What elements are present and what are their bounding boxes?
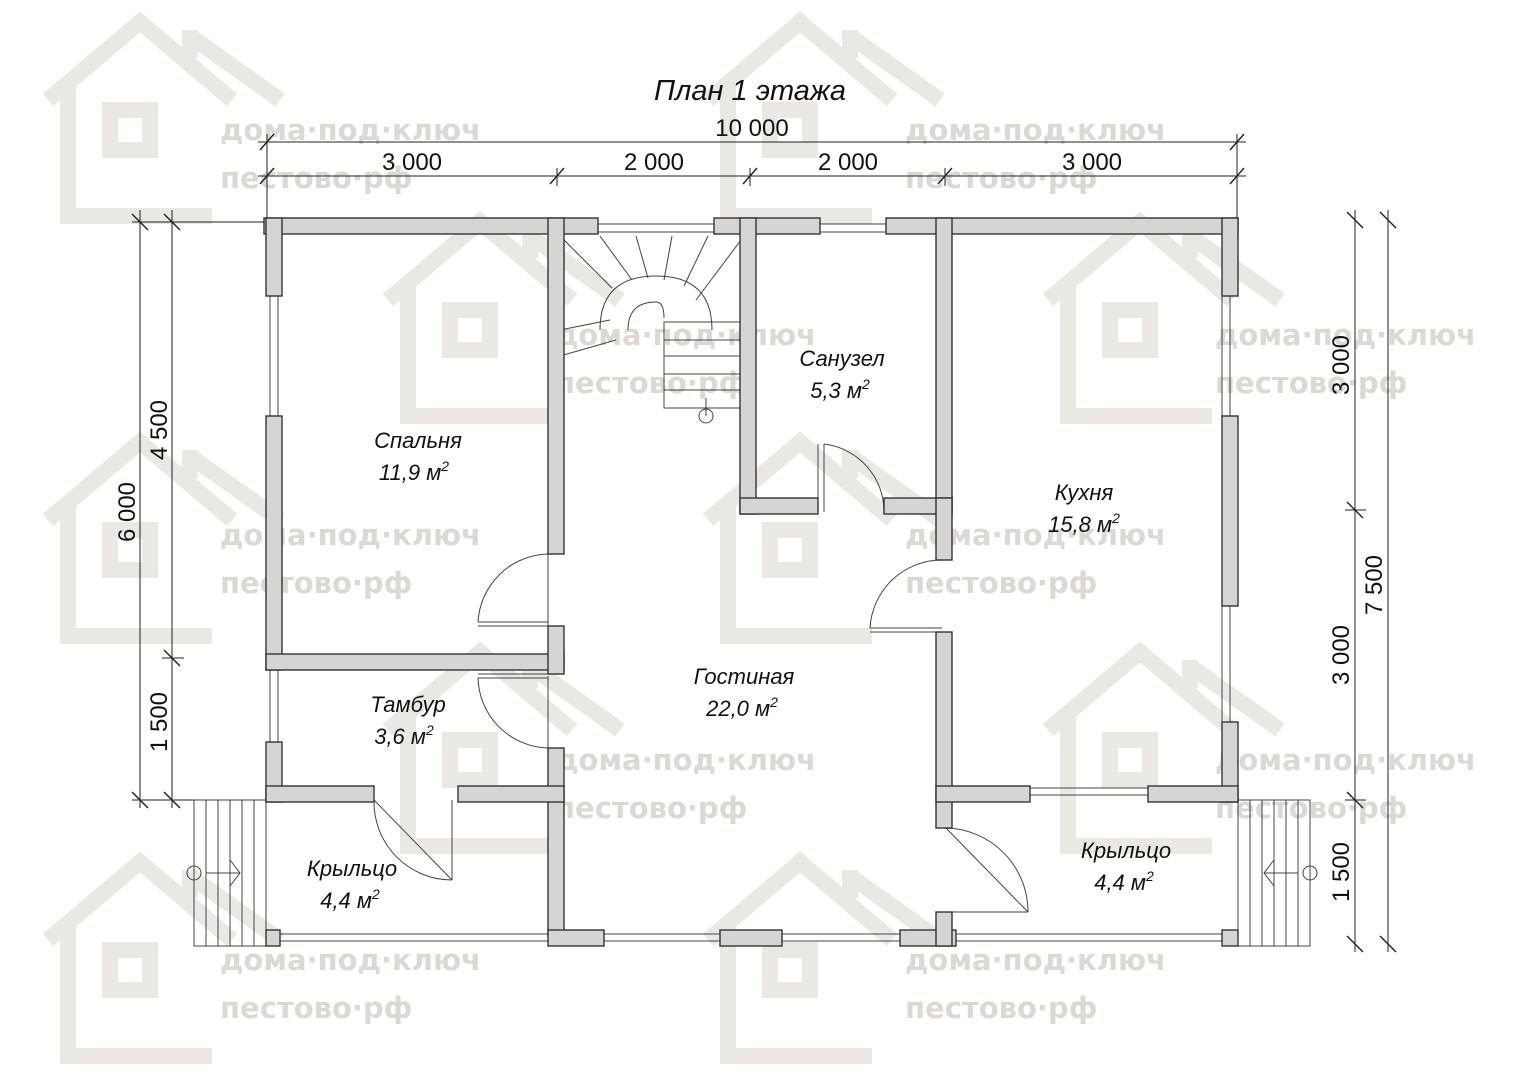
watermark-text-line2: пестово·рф: [1215, 366, 1407, 400]
room-porch-right-area-value: 4,4 м: [1094, 870, 1146, 895]
watermark-text-line1: дома·под·ключ: [220, 518, 481, 552]
room-living-area-value: 22,0 м: [705, 696, 770, 721]
watermark-text-line1: дома·под·ключ: [905, 943, 1166, 977]
left-dimensions: 6 000 4 500 1 500: [114, 210, 270, 809]
watermark-house-logo: [42, 11, 285, 224]
room-porch-left-area-value: 4,4 м: [320, 888, 372, 913]
room-labels: Спальня 11,9 м2 Санузел 5,3 м2 Кухня 15,…: [307, 346, 1171, 913]
room-tambur-area-value: 3,6 м: [374, 724, 426, 749]
dim-top-seg-3: 2 000: [818, 149, 878, 176]
door-swings: [373, 443, 1029, 913]
room-kitchen-name: Кухня: [1055, 480, 1114, 505]
dim-right-seg-3: 1 500: [1328, 842, 1355, 902]
watermark-text-line2: пестово·рф: [905, 161, 1097, 195]
room-living-area: 22,0 м2: [705, 694, 778, 721]
watermark-text-line1: дома·под·ключ: [905, 113, 1166, 147]
watermark-house-logo: [42, 851, 285, 1064]
room-tambur-name: Тамбур: [370, 692, 445, 717]
watermark-text-line1: дома·под·ключ: [1215, 743, 1476, 777]
watermark-text-line1: дома·под·ключ: [220, 113, 481, 147]
room-kitchen-area-value: 15,8 м: [1048, 512, 1112, 537]
watermark-text-line2: пестово·рф: [1215, 791, 1407, 825]
porch-steps-left: [186, 799, 267, 947]
room-kitchen-area-sup: 2: [1111, 510, 1120, 526]
room-bathroom-name: Санузел: [799, 346, 884, 371]
right-dimensions: 3 000 3 000 1 500 7 500: [1328, 210, 1397, 953]
watermark-house-logo: [702, 851, 945, 1064]
room-porch-right-area: 4,4 м2: [1094, 868, 1154, 895]
room-bedroom-area-sup: 2: [440, 458, 449, 474]
top-dimensions: 10 000 3 000 2 000 2 000 3 000: [258, 115, 1246, 218]
room-living-name: Гостиная: [694, 664, 795, 689]
watermark-house-logo: [702, 11, 945, 224]
dim-left-total: 6 000: [114, 482, 141, 542]
room-bathroom-area: 5,3 м2: [810, 376, 870, 403]
watermark-house-logo: [382, 641, 625, 854]
porch-steps-right: [1237, 799, 1318, 947]
watermark-text-line2: пестово·рф: [220, 161, 412, 195]
dim-right-seg-1: 3 000: [1328, 335, 1355, 395]
room-porch-right-name: Крыльцо: [1081, 838, 1171, 863]
dim-top-seg-2: 2 000: [624, 149, 684, 176]
watermark-text-line2: пестово·рф: [905, 566, 1097, 600]
watermark-text-line1: дома·под·ключ: [555, 318, 816, 352]
room-bedroom-area-value: 11,9 м: [379, 460, 441, 485]
room-bathroom-area-value: 5,3 м: [810, 378, 862, 403]
watermark-text-line2: пестово·рф: [220, 566, 412, 600]
room-porch-right-area-sup: 2: [1145, 868, 1154, 884]
dim-right-seg-2: 3 000: [1328, 625, 1355, 685]
room-tambur-area-sup: 2: [425, 722, 434, 738]
room-porch-left-area-sup: 2: [371, 886, 380, 902]
watermark-layer: дома·под·ключ пестово·рф дома·под·ключ пест…: [42, 11, 1476, 1064]
dim-top-seg-4: 3 000: [1062, 149, 1122, 176]
room-porch-left-name: Крыльцо: [307, 856, 397, 881]
plan-title: План 1 этажа: [654, 75, 846, 107]
windows: [269, 223, 1231, 942]
watermark-text-line1: дома·под·ключ: [555, 743, 816, 777]
room-living-area-sup: 2: [769, 694, 778, 710]
dim-top-total: 10 000: [715, 115, 788, 142]
watermark-house-logo: [1042, 641, 1285, 854]
dim-left-seg-2: 1 500: [146, 692, 173, 752]
room-bathroom-area-sup: 2: [861, 376, 870, 392]
room-bedroom-name: Спальня: [374, 428, 462, 453]
watermark-text-line1: дома·под·ключ: [220, 943, 481, 977]
room-tambur-area: 3,6 м2: [374, 722, 434, 749]
watermark-house-logo: [702, 431, 945, 644]
dim-left-seg-1: 4 500: [146, 400, 173, 460]
watermark-text-line2: пестово·рф: [555, 791, 747, 825]
room-porch-left-area: 4,4 м2: [320, 886, 380, 913]
staircase: [559, 235, 747, 424]
walls: [263, 217, 1239, 947]
dim-right-total: 7 500: [1361, 555, 1388, 615]
room-kitchen-area: 15,8 м2: [1048, 510, 1120, 537]
watermark-text-line1: дома·под·ключ: [1215, 318, 1476, 352]
watermark-text-line2: пестово·рф: [220, 991, 412, 1025]
room-bedroom-area: 11,9 м2: [379, 458, 449, 485]
dim-top-seg-1: 3 000: [382, 149, 442, 176]
watermark-text-line2: пестово·рф: [555, 366, 747, 400]
watermark-text-line2: пестово·рф: [905, 991, 1097, 1025]
